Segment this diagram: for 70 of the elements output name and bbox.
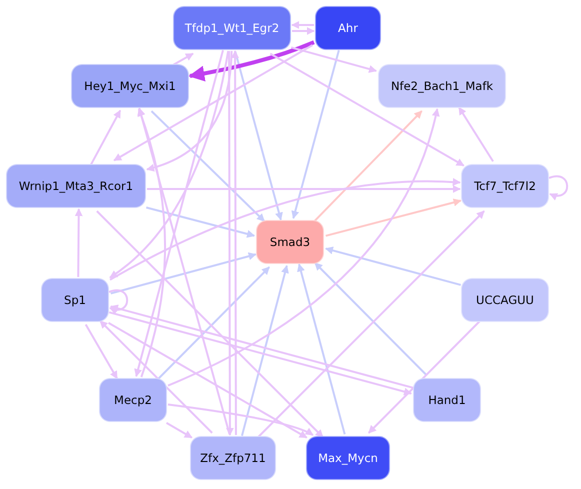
- arrow: [157, 266, 270, 380]
- arrow: [326, 198, 462, 237]
- arrow: [257, 210, 485, 438]
- node-label: UCCAGUU: [476, 293, 534, 307]
- node-box: [41, 278, 109, 322]
- node-label: Max_Mycn: [318, 451, 378, 465]
- arrow: [292, 27, 315, 35]
- arrow: [226, 51, 234, 436]
- arrow: [241, 265, 289, 436]
- arrow: [297, 263, 346, 434]
- node-label: Tcf7_Tcf7l2: [474, 179, 536, 193]
- node-box: [461, 278, 549, 322]
- arrow: [290, 46, 377, 73]
- arrow: [113, 44, 313, 162]
- node-box: [413, 378, 481, 422]
- arrow: [90, 110, 122, 165]
- node-box: [6, 164, 146, 208]
- arrow: [99, 320, 213, 434]
- arrow: [108, 289, 128, 314]
- node-label: Smad3: [270, 235, 310, 249]
- arrow: [168, 403, 314, 436]
- arrow: [270, 52, 464, 166]
- node-box: [256, 220, 324, 264]
- node-label: Hey1_Myc_Mxi1: [84, 79, 176, 93]
- arrow: [110, 178, 461, 281]
- arrow: [291, 21, 314, 29]
- node-label: Nfe2_Bach1_Mafk: [390, 79, 494, 93]
- node-box: [99, 378, 167, 422]
- node-box: [173, 6, 291, 50]
- node-box: [71, 64, 189, 108]
- arrow: [137, 108, 166, 378]
- arrow: [108, 322, 308, 438]
- node-box: [315, 6, 381, 50]
- arrow: [314, 110, 422, 222]
- node-box: [306, 436, 390, 480]
- arrow: [146, 50, 233, 172]
- arrow: [231, 50, 240, 435]
- arrow: [188, 40, 315, 82]
- node-box: [378, 64, 506, 108]
- node-label: Hand1: [428, 393, 466, 407]
- node-label: Zfx_Zfp711: [200, 451, 266, 465]
- arrow: [168, 108, 440, 386]
- node-label: Wrnip1_Mta3_Rcor1: [18, 179, 134, 193]
- arrow: [108, 311, 412, 396]
- arrow: [291, 50, 340, 219]
- arrow: [110, 252, 257, 294]
- arrow: [110, 304, 414, 389]
- node-label: Ahr: [338, 21, 358, 35]
- arrow: [150, 110, 266, 222]
- arrow: [137, 107, 230, 434]
- node-box: [461, 164, 549, 208]
- node-box: [190, 436, 276, 480]
- arrow: [147, 185, 461, 193]
- arrow: [325, 246, 462, 286]
- node-label: Sp1: [64, 293, 86, 307]
- arrow: [166, 422, 193, 438]
- node-label: Tfdp1_Wt1_Egr2: [184, 21, 280, 35]
- arrow: [234, 52, 283, 221]
- arrow: [368, 320, 481, 434]
- arrow: [74, 208, 83, 278]
- arrow: [548, 175, 568, 200]
- arrow: [84, 324, 118, 380]
- arrow: [171, 52, 194, 66]
- node-label: Mecp2: [114, 393, 152, 407]
- arrow: [314, 262, 427, 376]
- arrow: [134, 50, 224, 377]
- arrow: [146, 206, 256, 238]
- arrow: [96, 210, 324, 438]
- arrow: [109, 50, 230, 278]
- arrow: [458, 106, 494, 162]
